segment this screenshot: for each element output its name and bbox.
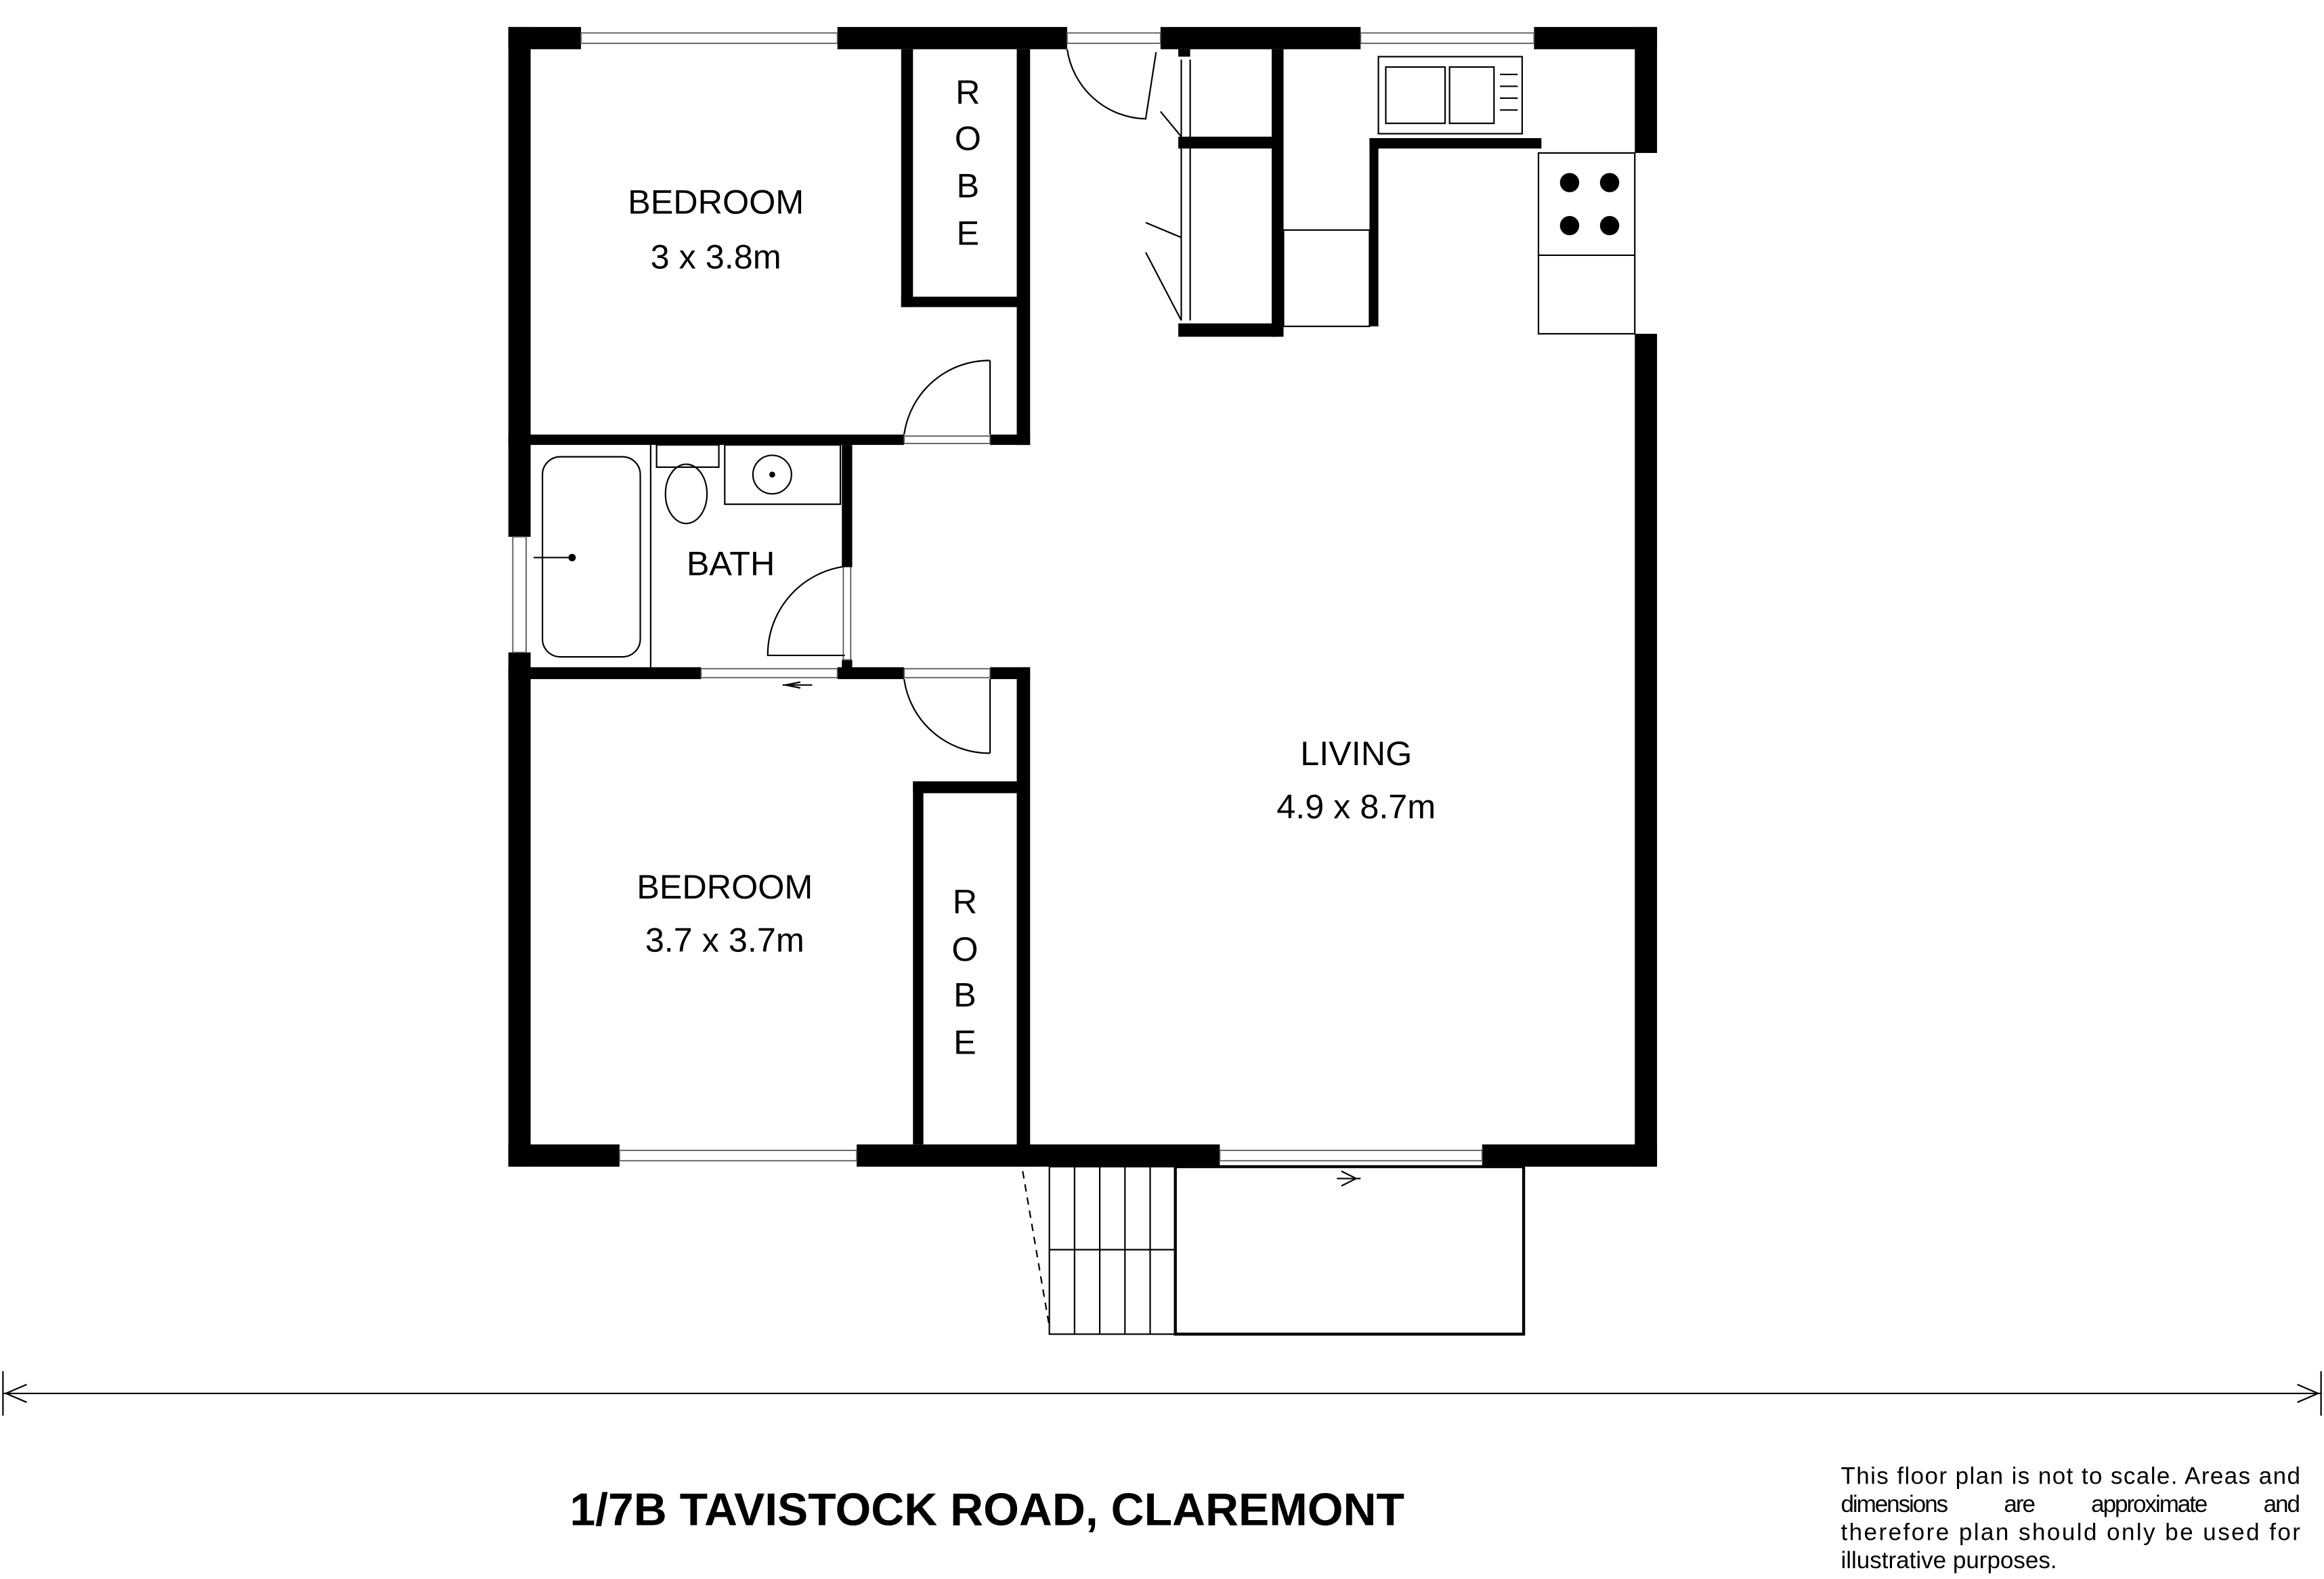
bedroom1-size: 3 x 3.8m (651, 238, 781, 276)
robe2-r: R (953, 882, 977, 921)
bedroom2-name: BEDROOM (637, 867, 813, 906)
bath-name: BATH (687, 544, 775, 583)
kitchen-fixtures (1283, 56, 1636, 335)
living-size: 4.9 x 8.7m (1276, 787, 1436, 826)
living-name: LIVING (1300, 734, 1412, 773)
robe1-o: O (955, 119, 981, 158)
disclaimer: This floor plan is not to scale. Areas a… (1841, 1463, 2300, 1574)
bedroom2-size: 3.7 x 3.7m (645, 921, 804, 959)
dimension-line (2, 1371, 2322, 1416)
bath-fixtures (533, 444, 842, 668)
stairs-and-deck (1022, 1165, 1526, 1336)
robe1-r: R (955, 73, 980, 112)
disclaimer-line: dimensions are approximate and (1841, 1491, 2300, 1517)
walls (508, 26, 1658, 1167)
room-labels: BEDROOM 3 x 3.8m R O B E BATH LIVING 4.9… (628, 73, 1436, 1062)
doors (767, 49, 1361, 1187)
disclaimer-line: therefore plan should only be used for (1841, 1519, 2300, 1546)
robe2-o: O (951, 930, 978, 968)
disclaimer-line: This floor plan is not to scale. Areas a… (1841, 1463, 2300, 1489)
robe2-b: B (953, 976, 976, 1014)
disclaimer-line: illustrative purposes. (1841, 1547, 2057, 1574)
address-title: 1/7B TAVISTOCK ROAD, CLAREMONT (569, 1485, 1404, 1536)
robe2-e: E (953, 1023, 976, 1062)
windows (512, 32, 1535, 1162)
robe1-e: E (956, 214, 979, 253)
bedroom1-name: BEDROOM (628, 183, 804, 221)
robe1-b: B (956, 167, 979, 205)
